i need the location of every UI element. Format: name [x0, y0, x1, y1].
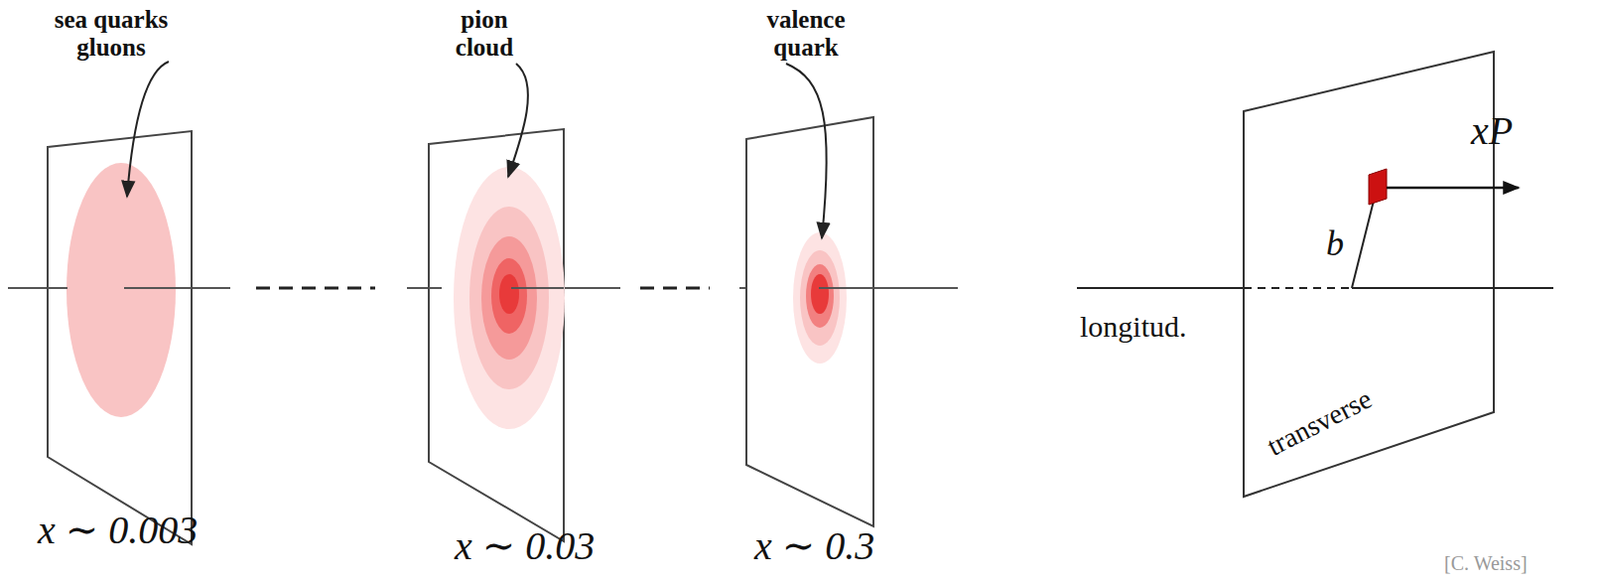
- transverse-plane: [746, 117, 874, 527]
- transverse-plane: [47, 131, 192, 544]
- momentum-fraction: x ∼ 0.003: [37, 508, 198, 552]
- component-label: sea quarks gluons: [36, 5, 186, 61]
- momentum-fraction: x ∼ 0.03: [454, 524, 595, 568]
- momentum-fraction: x ∼ 0.3: [754, 524, 875, 568]
- component-label: pion cloud: [429, 5, 539, 61]
- pointer-arrow: [127, 61, 827, 239]
- axis-label: xP: [1470, 109, 1513, 153]
- credit: [C. Weiss]: [1444, 551, 1528, 574]
- axis-label: b: [1326, 224, 1344, 265]
- coordinate-sketch: [1076, 51, 1554, 497]
- component-label: valence quark: [751, 5, 861, 61]
- transverse-plane: [428, 129, 565, 541]
- axis-label: longitud.: [1079, 309, 1188, 343]
